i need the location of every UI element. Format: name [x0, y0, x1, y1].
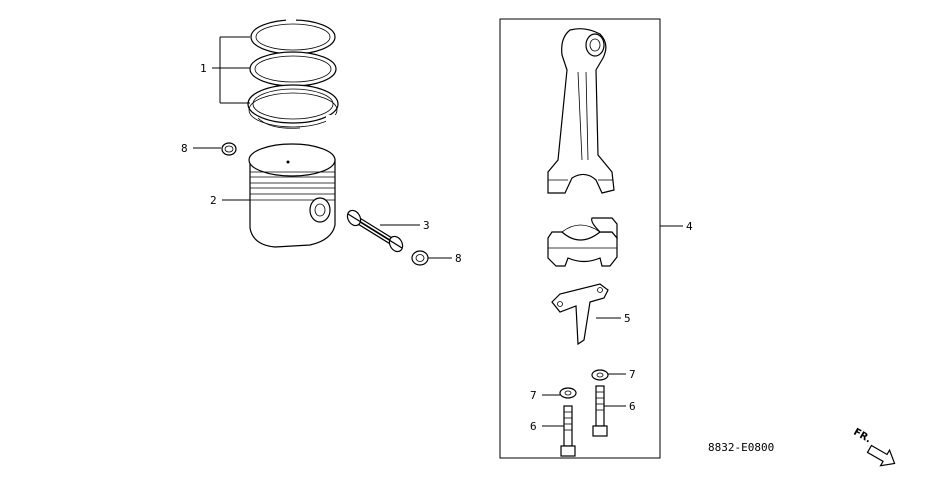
- piston-pin-clip-right: [411, 250, 429, 266]
- lock-washer-right: [591, 369, 609, 381]
- front-arrow-icon: [866, 444, 896, 467]
- front-direction-indicator: FR.: [851, 427, 896, 467]
- callout-8a: 8: [181, 142, 188, 155]
- callout-6b: 6: [629, 400, 636, 413]
- direction-label: FR.: [851, 427, 873, 446]
- piston-pin: [346, 209, 404, 253]
- piston-ring-top: [250, 18, 336, 55]
- callout-2: 2: [210, 194, 217, 207]
- callout-7a: 7: [530, 389, 537, 402]
- piston-ring-oil: [247, 84, 339, 129]
- piston-pin-clip-left: [221, 142, 237, 156]
- connecting-rod-cap: [547, 217, 618, 267]
- diagram-code: 8832-E0800: [708, 441, 774, 454]
- piston-ring-middle: [249, 51, 337, 87]
- callout-8b: 8: [455, 252, 462, 265]
- leader-1: [212, 36, 250, 104]
- connecting-rod-bolt-left: [560, 405, 576, 457]
- callout-5: 5: [624, 312, 631, 325]
- connecting-rod: [547, 28, 615, 194]
- lock-washer-left: [559, 387, 577, 399]
- callout-4: 4: [686, 220, 693, 233]
- callout-7b: 7: [629, 368, 636, 381]
- callout-1: 1: [200, 62, 207, 75]
- connecting-rod-assembly-box: [499, 18, 661, 459]
- callout-3: 3: [423, 219, 430, 232]
- connecting-rod-bolt-right: [592, 385, 608, 437]
- piston: [248, 143, 336, 248]
- oil-dipper: [551, 283, 609, 346]
- callout-6a: 6: [530, 420, 537, 433]
